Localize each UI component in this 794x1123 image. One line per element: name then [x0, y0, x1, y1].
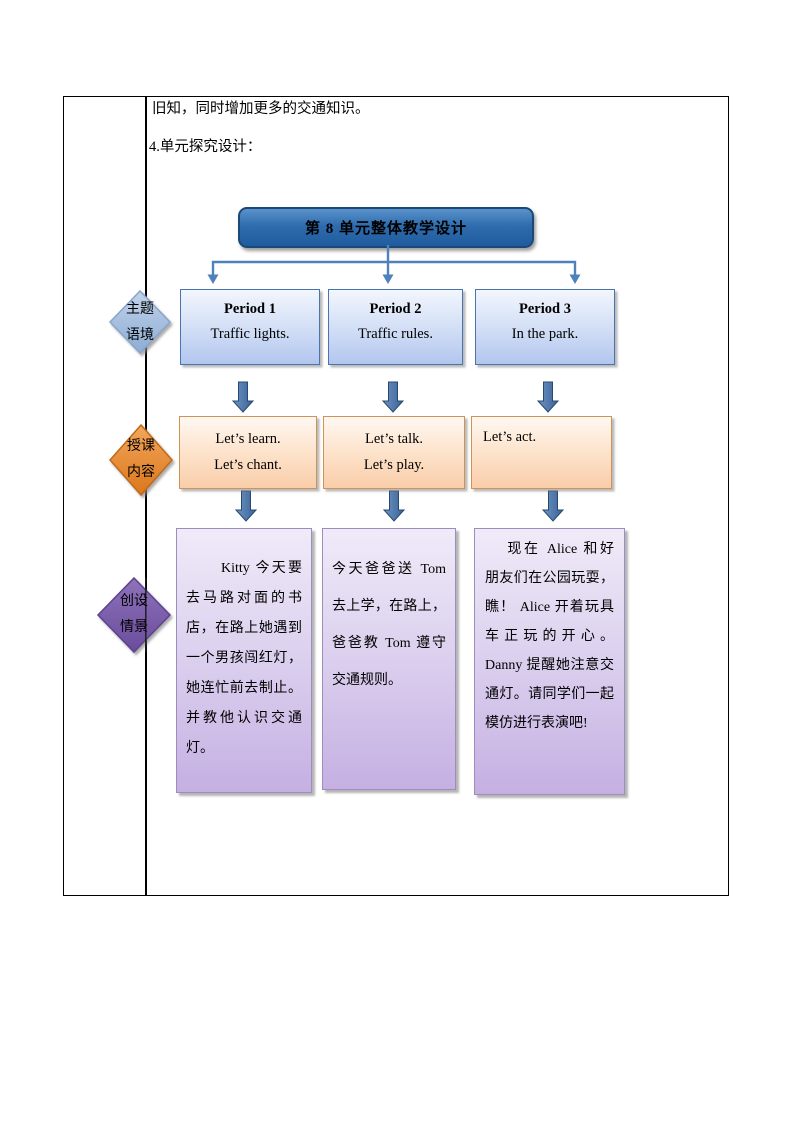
content2-box: Let’s talk. Let’s play.: [323, 416, 465, 489]
scene-creation-label: 创设 情景: [120, 594, 148, 635]
period1-box: Period 1 Traffic lights.: [180, 289, 320, 365]
teaching-content-label: 授课 内容: [127, 439, 155, 480]
scene3-box: 现在 Alice 和好朋友们在公园玩耍，瞧！ Alice 开着玩具车正玩的开心。…: [474, 528, 625, 795]
table-column-divider: [145, 96, 147, 895]
period2-heading: Period 2: [369, 301, 422, 317]
section-label-unit-design: 4.单元探究设计：: [149, 139, 262, 155]
connector-arrowheads: [207, 274, 581, 284]
table-border: [63, 96, 729, 896]
paragraph-old-knowledge: 旧知，同时增加更多的交通知识。: [152, 101, 370, 117]
diagram-title-text: 第 8 单元整体教学设计: [304, 221, 467, 237]
content3-box: Let’s act.: [471, 416, 612, 489]
period2-subtitle: Traffic rules.: [358, 326, 433, 342]
period1-heading: Period 1: [224, 301, 276, 317]
diagram-title-box: 第 8 单元整体教学设计: [238, 207, 534, 248]
period2-box: Period 2 Traffic rules.: [328, 289, 463, 365]
period3-subtitle: In the park.: [511, 326, 579, 342]
theme-context-diamond: [108, 289, 172, 355]
block-arrows-row1: [231, 381, 560, 413]
scene2-box: 今天爸爸送 Tom 去上学，在路上，爸爸教 Tom 遵守交通规则。: [322, 528, 456, 790]
period3-heading: Period 3: [519, 301, 571, 317]
scene-creation-diamond: [96, 576, 172, 654]
connector-tree: [211, 245, 577, 276]
content1-box: Let’s learn. Let’s chant.: [179, 416, 317, 489]
period3-box: Period 3 In the park.: [475, 289, 615, 365]
teaching-content-diamond: [108, 423, 174, 497]
scene1-box: Kitty 今天要去马路对面的书店，在路上她遇到一个男孩闯红灯，她连忙前去制止。…: [176, 528, 312, 793]
period1-subtitle: Traffic lights.: [210, 326, 290, 342]
theme-context-label: 主题 语境: [126, 302, 154, 343]
block-arrows-row2: [234, 490, 565, 522]
